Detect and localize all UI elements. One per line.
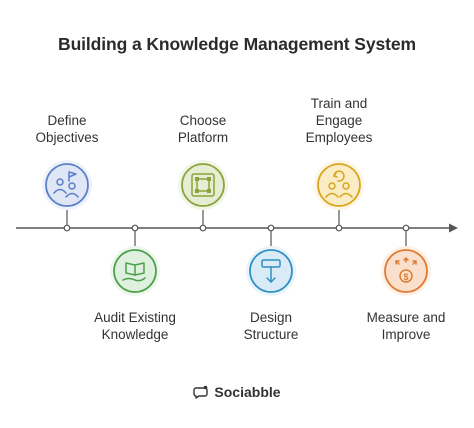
axis-dot-2 xyxy=(131,224,139,232)
axis-dot-4 xyxy=(267,224,275,232)
team-goal-icon xyxy=(42,160,92,210)
axis-dot-1 xyxy=(63,224,71,232)
sociabble-logo-icon xyxy=(193,385,209,399)
step-label-audit-existing-knowledge: Audit Existing Knowledge xyxy=(94,310,176,342)
step-label-measure-improve: Measure and Improve xyxy=(366,310,446,342)
axis-dot-6 xyxy=(402,224,410,232)
step-label-train-engage-employees: Train and Engage Employees xyxy=(305,96,373,145)
frame-select-icon xyxy=(178,160,228,210)
footer-brand: Sociabble xyxy=(0,384,474,400)
svg-text:$: $ xyxy=(403,272,408,282)
open-book-hand-icon xyxy=(110,246,160,296)
step-label-define-objectives: Define Objectives xyxy=(35,113,99,145)
axis-dot-3 xyxy=(199,224,207,232)
timeline-arrowhead xyxy=(449,223,458,233)
axis-dot-5 xyxy=(335,224,343,232)
people-sync-icon xyxy=(314,160,364,210)
flowchart-icon xyxy=(246,246,296,296)
step-label-design-structure: Design Structure xyxy=(243,310,299,342)
step-label-choose-platform: Choose Platform xyxy=(177,113,229,145)
diagram-title: Building a Knowledge Management System xyxy=(58,34,416,54)
footer-brand-label: Sociabble xyxy=(214,384,281,400)
coin-arrows-icon: $ xyxy=(381,246,431,296)
